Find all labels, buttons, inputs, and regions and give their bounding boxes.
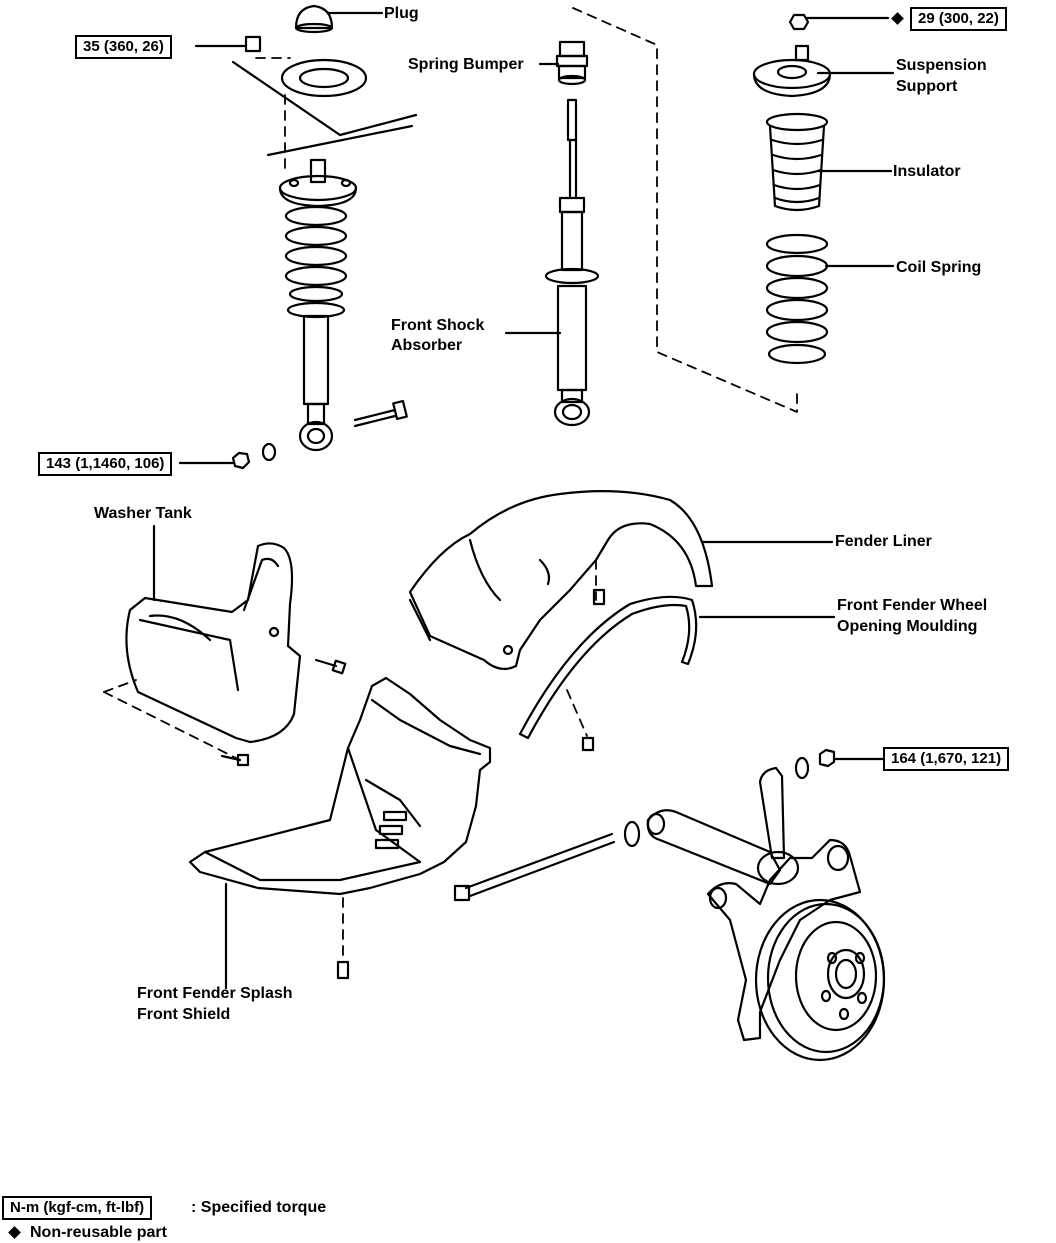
label-suspension-support-line2: Support: [896, 78, 958, 95]
legend-torque-box: N-m (kgf-cm, ft-lbf): [2, 1196, 153, 1220]
label-fender-liner: Fender Liner: [835, 533, 932, 550]
torque-box-143: 143 (1,1460, 106): [38, 452, 173, 476]
label-washer-tank: Washer Tank: [94, 505, 192, 522]
label-moulding-line1: Front Fender Wheel: [837, 597, 988, 614]
label-splash-shield-line1: Front Fender Splash: [137, 985, 293, 1002]
washer-tank: [125, 542, 347, 767]
wheel-opening-moulding: [518, 595, 698, 752]
strut-assembly: [231, 4, 418, 470]
splash-shield: [188, 676, 492, 980]
spring-parts: [752, 13, 832, 365]
label-coil-spring: Coil Spring: [896, 259, 982, 276]
legend-torque-desc: : Specified torque: [191, 1199, 327, 1216]
dashed-guides: [103, 7, 798, 963]
label-moulding-line2: Opening Moulding: [837, 618, 978, 635]
torque-box-164: 164 (1,670, 121): [883, 747, 1010, 771]
label-insulator: Insulator: [893, 163, 961, 180]
torque-box-35: 35 (360, 26): [75, 35, 172, 59]
leader-lines: [152, 11, 895, 990]
lower-arm-knuckle: [453, 748, 886, 1062]
label-splash-shield-line2: Front Shield: [137, 1006, 231, 1023]
label-suspension-support-line1: Suspension: [896, 57, 987, 74]
label-front-shock-line2: Absorber: [391, 337, 463, 354]
shock-absorber: [544, 40, 600, 427]
torque-box-29: 29 (300, 22): [910, 7, 1007, 31]
fender-liner: [408, 489, 714, 671]
label-plug: Plug: [384, 5, 419, 22]
label-spring-bumper: Spring Bumper: [408, 56, 524, 73]
legend-non-reusable-desc: Non-reusable part: [30, 1224, 167, 1241]
label-front-shock-line1: Front Shock: [391, 317, 485, 334]
